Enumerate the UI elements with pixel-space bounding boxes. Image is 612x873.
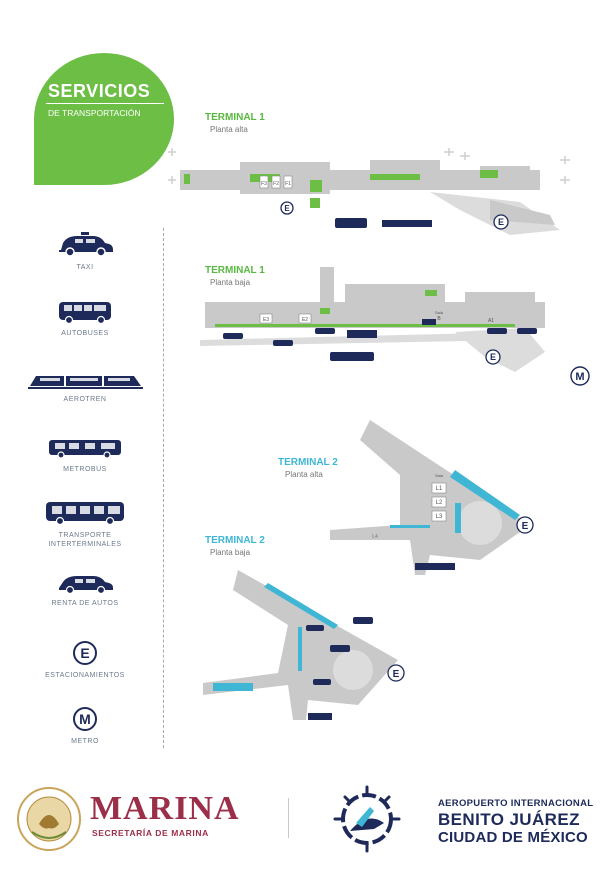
badge-title: SERVICIOS (48, 81, 151, 101)
parking-t2-baja: E (393, 669, 400, 680)
bus-icon (59, 302, 111, 325)
legend-divider (163, 228, 164, 748)
parking-t1-alta-1: E (284, 204, 290, 213)
t2-baja-title: TERMINAL 2 (205, 535, 265, 546)
services-badge: SERVICIOS DE TRANSPORTACIÓN (34, 53, 174, 185)
legend-label-taxi: TAXI (76, 264, 94, 271)
sala-letter: B (437, 316, 441, 322)
train-icon (27, 376, 143, 389)
gate-f1: F1 (285, 181, 291, 187)
legend-taxi: TAXI (30, 230, 140, 272)
aicm-line-2: BENITO JUÁREZ (438, 810, 580, 829)
parking-t1-alta-2: E (498, 217, 504, 227)
metro-t1: M (575, 371, 584, 383)
t1-alta-sub: Planta alta (210, 125, 248, 134)
sala-label: Sala (435, 310, 444, 315)
badge-divider (46, 103, 164, 104)
legend-estacionamientos: E ESTACIONAMIENTOS (30, 640, 140, 680)
car-icon (59, 576, 113, 595)
gate-f3: F3 (261, 181, 267, 187)
aicm-logo-icon (333, 785, 401, 853)
legend-metro: M METRO (30, 706, 140, 746)
t1-baja-map: E3 E2 A1 Sala B E M (200, 267, 590, 386)
t2-baja-map: E (203, 570, 405, 720)
aicm-line-3: CIUDAD DE MÉXICO (438, 829, 588, 846)
legend-autobuses: AUTOBUSES (30, 300, 140, 338)
legend-label-autobuses: AUTOBUSES (61, 330, 109, 337)
gate-a1: A1 (488, 318, 494, 324)
gate-l3: L3 (436, 514, 443, 520)
t1-alta-title: TERMINAL 1 (205, 112, 265, 123)
legend-aerotren: AEROTREN (20, 370, 150, 404)
t2-aerotren (415, 563, 455, 570)
legend-interterminales: TRANSPORTE INTERTERMINALES (30, 500, 140, 549)
t1-alta-map: F3 F2 F1 E E (168, 148, 570, 235)
shuttle-icon (46, 502, 124, 526)
gate-e3: E3 (263, 317, 269, 323)
parking-t1-baja: E (490, 352, 496, 362)
mexico-seal-icon (17, 787, 81, 851)
t2-alta-title: TERMINAL 2 (278, 457, 338, 468)
parking-icon: E (73, 641, 97, 665)
badge-subtitle: DE TRANSPORTACIÓN (48, 108, 141, 118)
legend-label-estacionamientos: ESTACIONAMIENTOS (45, 672, 125, 679)
legend-label-aerotren: AEROTREN (63, 396, 107, 403)
t2-alta-sub: Planta alta (285, 470, 323, 479)
t2-sala-label: Sala (435, 473, 444, 478)
footer-separator (288, 798, 289, 838)
gate-l1: L1 (436, 486, 443, 492)
legend-label-metro: METRO (71, 738, 99, 745)
marina-wordmark: MARINA (90, 790, 240, 827)
parking-symbol: E (80, 645, 89, 661)
legend-label-renta: RENTA DE AUTOS (51, 600, 119, 607)
marina-subtitle: SECRETARÍA DE MARINA (92, 828, 209, 838)
t1-baja-title: TERMINAL 1 (205, 265, 265, 276)
metro-symbol: M (79, 711, 91, 727)
aicm-line-1: AEROPUERTO INTERNACIONAL (438, 798, 594, 809)
gate-l4: L4 (372, 534, 378, 540)
taxi-icon (59, 232, 113, 257)
parking-t2-alta: E (522, 521, 529, 532)
t2-baja-sub: Planta baja (210, 548, 251, 557)
metro-icon: M (73, 707, 97, 731)
gate-f2: F2 (273, 181, 279, 187)
legend-label-metrobus: METROBUS (63, 466, 107, 473)
t2-alta-map: Sala L1 L2 L3 L4 E (330, 420, 534, 575)
legend-label-transporte: TRANSPORTE (58, 532, 112, 539)
legend-renta: RENTA DE AUTOS (30, 572, 140, 608)
gate-e2: E2 (302, 317, 308, 323)
metrobus-icon (49, 440, 121, 459)
gate-l2: L2 (436, 500, 443, 506)
legend-label-interterminales: INTERTERMINALES (48, 541, 122, 548)
t1-baja-sub: Planta baja (210, 278, 251, 287)
legend-metrobus: METROBUS (30, 438, 140, 474)
